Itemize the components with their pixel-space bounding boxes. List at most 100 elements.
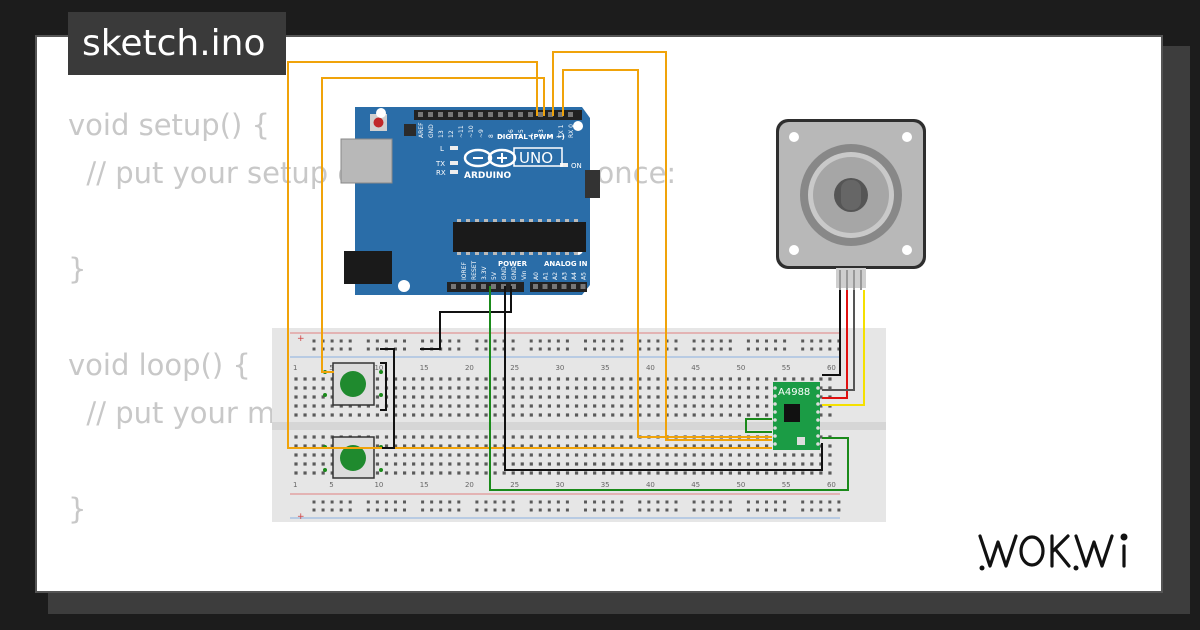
column-number: 5 <box>329 481 333 489</box>
wire-black <box>420 286 512 350</box>
column-number: 10 <box>374 481 383 489</box>
wire-black <box>380 348 395 449</box>
led-label: ON <box>571 162 582 170</box>
pin-label: A3 <box>562 272 569 280</box>
column-number: 45 <box>691 364 700 372</box>
pin-label: A5 <box>581 272 588 280</box>
pin-label: AREF <box>418 122 425 138</box>
column-number: 30 <box>555 481 564 489</box>
wire-black <box>822 290 841 376</box>
wire-orange <box>552 51 772 441</box>
pin-label: ~6 <box>508 129 515 138</box>
column-number: 1 <box>293 364 297 372</box>
pin-label: ~11 <box>458 125 465 138</box>
led-label: RX <box>436 169 446 177</box>
arduino-uno[interactable]: L TX RX ON UNO ARDUINO DIGITAL (PWM ~) P… <box>340 107 600 295</box>
column-number: 25 <box>510 481 519 489</box>
power-jack <box>344 251 392 284</box>
board-brand: ARDUINO <box>464 171 512 181</box>
rail-plus-label: + <box>297 512 305 522</box>
column-number: 45 <box>691 481 700 489</box>
usb-port <box>340 138 393 184</box>
driver-label: A4988 <box>778 387 810 398</box>
power-label: POWER <box>498 260 528 268</box>
column-number: 25 <box>510 364 519 372</box>
analog-header <box>530 282 587 292</box>
led-label: L <box>440 145 444 153</box>
pin-label: 5V <box>491 271 498 280</box>
column-number: 20 <box>465 364 474 372</box>
code-line: } <box>68 252 87 286</box>
pin-label: A2 <box>552 272 559 280</box>
wokwi-logo[interactable] <box>976 526 1152 576</box>
pin-label: GND <box>501 266 508 280</box>
pin-label: 13 <box>438 130 445 138</box>
arduino-logo-icon <box>463 148 517 168</box>
pin-label: 7 <box>498 134 505 138</box>
pin-label: IOREF <box>461 262 468 280</box>
column-number: 15 <box>420 481 429 489</box>
column-number: 35 <box>601 364 610 372</box>
wires <box>287 51 865 491</box>
wire-red <box>822 290 848 399</box>
column-number: 10 <box>374 364 383 372</box>
sketch-filename-tab[interactable]: sketch.ino <box>68 12 286 75</box>
wire-orange <box>562 69 772 438</box>
wire-black <box>504 286 823 471</box>
pin-label: ~3 <box>538 129 545 138</box>
pin-label: ~5 <box>518 129 525 138</box>
led-l <box>450 146 458 150</box>
led-label: TX <box>435 160 445 168</box>
rail-plus-label: + <box>297 334 305 344</box>
pin-label: 8 <box>488 134 495 138</box>
column-number: 5 <box>329 364 333 372</box>
stepper-motor[interactable] <box>776 119 926 290</box>
column-number: 50 <box>736 364 745 372</box>
pin-label: 12 <box>448 130 455 138</box>
column-number: 60 <box>827 364 836 372</box>
wire-green <box>489 286 849 491</box>
pin-label: ~10 <box>468 125 475 138</box>
column-number: 15 <box>420 364 429 372</box>
column-number: 60 <box>827 481 836 489</box>
wire-orange <box>321 77 545 373</box>
column-number: 40 <box>646 364 655 372</box>
led-tx <box>450 161 458 165</box>
wire-gray <box>822 290 855 391</box>
digital-label: DIGITAL (PWM ~) <box>497 133 565 141</box>
led-on <box>560 163 568 167</box>
pin-label: RX 0 <box>568 124 575 138</box>
column-number: 1 <box>293 481 297 489</box>
column-number: 30 <box>555 364 564 372</box>
pin-label: ~9 <box>478 129 485 138</box>
pin-label: A0 <box>533 272 540 280</box>
code-line: } <box>68 492 87 526</box>
pin-label: GND <box>511 266 518 280</box>
wire-black <box>380 362 387 411</box>
push-button-2[interactable] <box>323 436 383 479</box>
code-line: void setup() { <box>68 108 270 142</box>
led-rx <box>450 170 458 174</box>
wire-green <box>745 418 772 433</box>
pin-label: GND <box>428 124 435 138</box>
push-button-1[interactable] <box>323 362 383 406</box>
column-number: 50 <box>736 481 745 489</box>
analog-label: ANALOG IN <box>544 260 588 268</box>
wire-yellow <box>822 290 865 406</box>
code-line: void loop() { <box>68 348 251 382</box>
atmega-chip <box>453 222 586 252</box>
wokwi-logo-icon <box>978 533 1128 571</box>
column-number: 40 <box>646 481 655 489</box>
a4988-driver[interactable]: A4988 <box>773 382 820 450</box>
column-number: 20 <box>465 481 474 489</box>
column-number: 35 <box>601 481 610 489</box>
pin-label: A1 <box>543 272 550 280</box>
pin-label: 2 <box>548 134 555 138</box>
pin-label: RESET <box>471 260 478 280</box>
pin-label: 3.3V <box>481 265 488 280</box>
column-number: 55 <box>782 364 791 372</box>
column-number: 55 <box>782 481 791 489</box>
board-model: UNO <box>519 149 553 167</box>
pin-label: Vin <box>521 270 528 280</box>
